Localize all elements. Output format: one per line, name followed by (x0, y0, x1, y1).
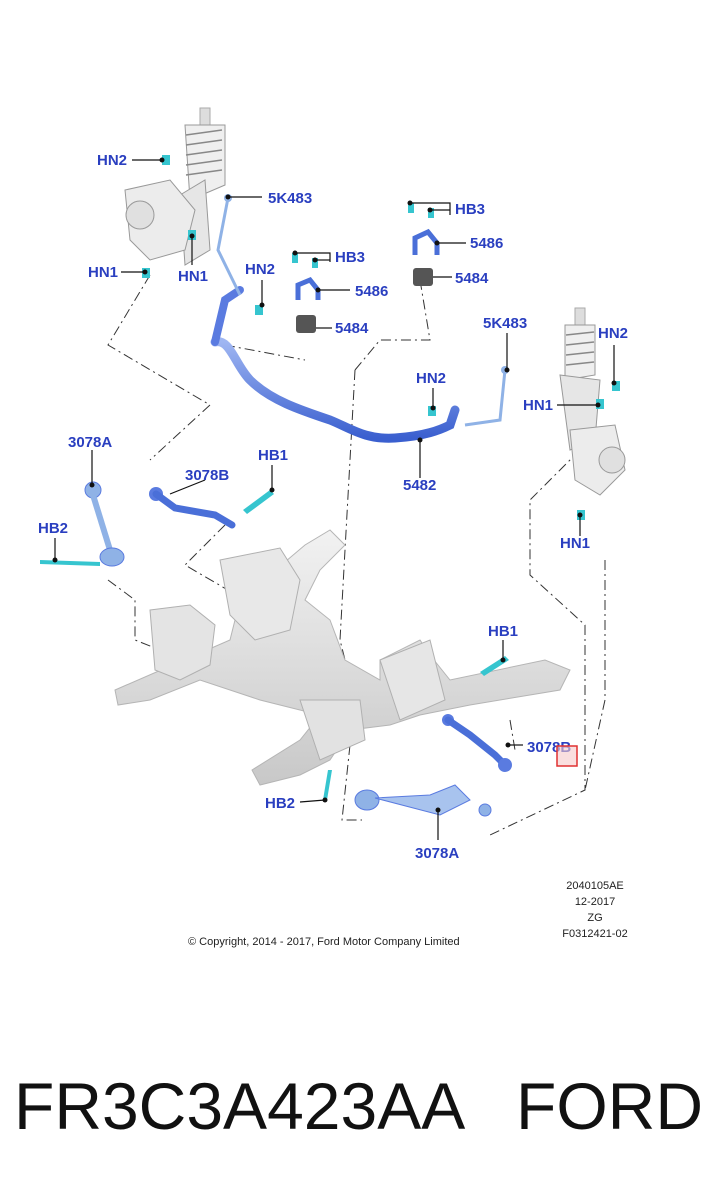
left-strut-knuckle (124, 107, 226, 266)
document-identifier: 2040105AE 12-2017 ZG F0312421-02 (540, 878, 650, 942)
stabilizer-link-left (216, 197, 242, 296)
brand-name: FORD (516, 1069, 703, 1143)
callout-hb1-right: HB1 (488, 623, 518, 640)
copyright-notice: © Copyright, 2014 - 2017, Ford Motor Com… (188, 936, 460, 948)
callout-hn1-right-b: HN1 (560, 535, 590, 552)
callout-hn2-bar-right: HN2 (416, 370, 446, 387)
callout-hb3-right: HB3 (455, 201, 485, 218)
callout-5486-mid: 5486 (355, 283, 388, 300)
part-number: FR3C3A423AA (14, 1069, 466, 1143)
doc-ref: F0312421-02 (562, 928, 628, 940)
callout-hb3-mid: HB3 (335, 249, 365, 266)
stabilizer-bar-end-left (211, 286, 244, 346)
callout-hb2-bottom: HB2 (265, 795, 295, 812)
callout-hb1-left: HB1 (258, 447, 288, 464)
control-arm-right-3078B (442, 714, 512, 772)
control-arm-bottom-3078A (354, 784, 492, 817)
highlight-marker (556, 745, 578, 767)
control-arm-left-3078A (84, 481, 125, 567)
doc-zone: ZG (587, 912, 603, 924)
callout-5k483-left: 5K483 (268, 190, 312, 207)
callout-labels: HN2 5K483 HB3 5486 5484 HB3 5486 5484 HN… (38, 152, 628, 862)
callout-5482: 5482 (403, 477, 436, 494)
callout-hn2-strut-right: HN2 (598, 325, 628, 342)
doc-date: 12-2017 (574, 896, 616, 908)
callout-5484-mid: 5484 (335, 320, 369, 337)
callout-hn1-right-a: HN1 (523, 397, 553, 414)
leader-dots (52, 157, 617, 813)
front-subframe (114, 529, 571, 786)
callout-3078a-bottom: 3078A (415, 845, 459, 862)
callout-5486-right: 5486 (470, 235, 503, 252)
callout-hn2-bar-left: HN2 (245, 261, 275, 278)
right-strut-knuckle (559, 307, 626, 496)
bushing-brackets (295, 228, 440, 333)
exploded-parts-diagram: HN2 5K483 HB3 5486 5484 HB3 5486 5484 HN… (38, 107, 628, 862)
stabilizer-bar (210, 337, 460, 443)
stabilizer-link-right (464, 369, 507, 427)
product-footer: FR3C3A423AA FORD (0, 1070, 708, 1150)
callout-5484-right: 5484 (455, 270, 489, 287)
doc-code: 2040105AE (566, 880, 624, 892)
callout-3078a-left: 3078A (68, 434, 112, 451)
control-arm-left-3078B (149, 487, 236, 529)
callout-5k483-right: 5K483 (483, 315, 527, 332)
callout-hn1-left-b: HN1 (178, 268, 208, 285)
callout-3078b-left: 3078B (185, 467, 229, 484)
callout-hb2-left: HB2 (38, 520, 68, 537)
leader-lines (54, 159, 615, 840)
callout-hn1-left-a: HN1 (88, 264, 118, 281)
callout-hn2-strut-left: HN2 (97, 152, 127, 169)
